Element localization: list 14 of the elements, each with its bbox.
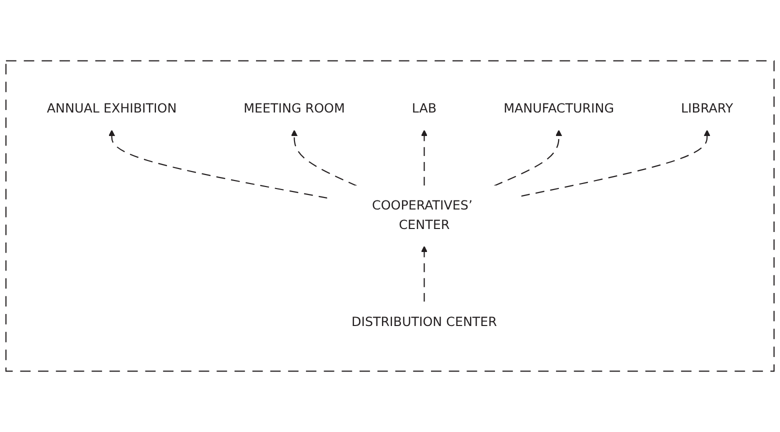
node-text: ANNUAL EXHIBITION bbox=[46, 101, 177, 116]
arrow bbox=[494, 130, 562, 186]
node-text: MEETING ROOM bbox=[244, 101, 345, 116]
node-text: LAB bbox=[412, 101, 437, 116]
arrow bbox=[420, 246, 428, 302]
cluster bbox=[5, 60, 775, 372]
arrow bbox=[108, 130, 328, 199]
arrow bbox=[420, 130, 428, 186]
node-text: COOPERATIVES’ CENTER bbox=[372, 198, 472, 232]
node-text: MANUFACTURING bbox=[504, 101, 614, 116]
node-text: LIBRARY bbox=[681, 101, 734, 116]
arrow bbox=[520, 130, 710, 197]
arrow bbox=[291, 130, 357, 186]
node-text: DISTRIBUTION CENTER bbox=[352, 314, 497, 330]
